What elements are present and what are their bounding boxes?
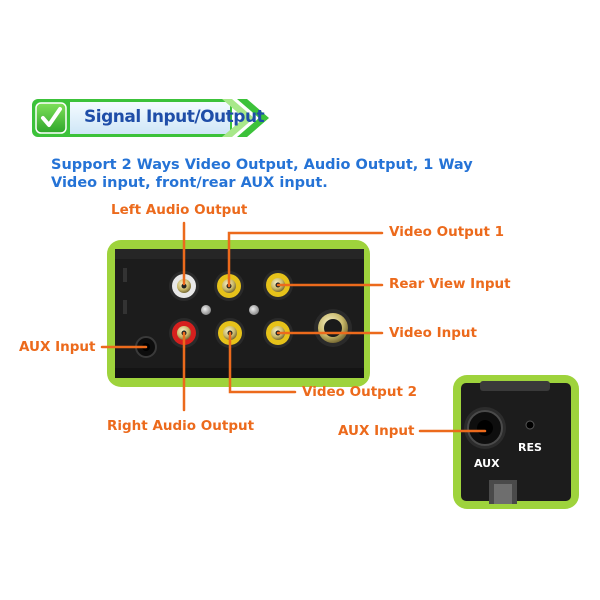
label-video-input: Video Input xyxy=(389,325,477,341)
left-audio-output-jack xyxy=(169,271,199,301)
front-aux-jack xyxy=(464,407,506,449)
checkmark-icon xyxy=(35,102,67,134)
label-rear-view-input: Rear View Input xyxy=(389,276,511,292)
front-res-text: RES xyxy=(518,441,542,454)
label-video-output-2: Video Output 2 xyxy=(302,384,417,400)
rear-panel xyxy=(107,240,370,387)
label-aux-input-right: AUX Input xyxy=(338,423,415,439)
antenna-connector xyxy=(314,309,352,347)
section-banner xyxy=(32,99,269,137)
label-aux-input-left: AUX Input xyxy=(19,339,96,355)
feature-description: Support 2 Ways Video Output, Audio Outpu… xyxy=(51,156,491,192)
banner-title: Signal Input/Output xyxy=(84,107,265,127)
front-aux-text: AUX xyxy=(474,457,500,470)
label-right-audio-output: Right Audio Output xyxy=(107,418,255,434)
label-video-output-1: Video Output 1 xyxy=(389,224,504,240)
description-line-2: Video input, front/rear AUX input. xyxy=(51,175,328,191)
reset-button xyxy=(525,420,535,430)
video-output-1-leader xyxy=(227,231,384,288)
video-output-2-leader xyxy=(228,331,297,394)
front-panel: AUX RES xyxy=(453,375,579,509)
description-line-1: Support 2 Ways Video Output, Audio Outpu… xyxy=(51,157,473,173)
label-left-audio-output: Left Audio Output xyxy=(111,202,248,218)
